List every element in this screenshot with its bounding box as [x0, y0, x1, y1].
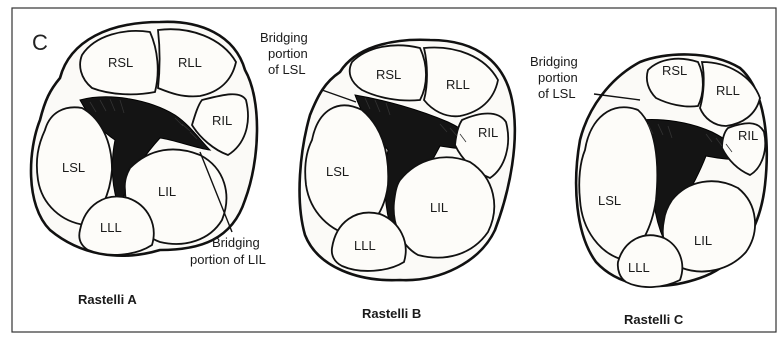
label-rsl-b: RSL: [376, 67, 401, 82]
label-lil-b: LIL: [430, 200, 448, 215]
annotation-a-line1: Bridging: [212, 235, 260, 250]
label-lsl-b: LSL: [326, 164, 349, 179]
caption-rastelli-a: Rastelli A: [78, 292, 137, 307]
label-lll-a: LLL: [100, 220, 122, 235]
panel-letter: C: [32, 30, 48, 55]
annotation-b-line1: Bridging: [260, 30, 308, 45]
label-lsl-a: LSL: [62, 160, 85, 175]
caption-rastelli-c: Rastelli C: [624, 312, 684, 327]
diagram-rastelli-b: RSL RLL RIL LSL LIL LLL Bridging portion…: [260, 30, 515, 321]
label-ril-a: RIL: [212, 113, 232, 128]
annotation-c-line3: of LSL: [538, 86, 576, 101]
annotation-b-line3: of LSL: [268, 62, 306, 77]
label-lil-c: LIL: [694, 233, 712, 248]
annotation-b-line2: portion: [268, 46, 308, 61]
label-rll-b: RLL: [446, 77, 470, 92]
label-ril-b: RIL: [478, 125, 498, 140]
diagram-rastelli-c: RSL RLL RIL LSL LIL LLL Bridging portion…: [530, 54, 767, 327]
label-rll-c: RLL: [716, 83, 740, 98]
label-lsl-c: LSL: [598, 193, 621, 208]
diagram-rastelli-a: RSL RLL RIL LSL LIL LLL Bridging portion…: [31, 22, 266, 307]
label-rsl-c: RSL: [662, 63, 687, 78]
label-lil-a: LIL: [158, 184, 176, 199]
annotation-a-line2: portion of LIL: [190, 252, 266, 267]
annotation-c-line1: Bridging: [530, 54, 578, 69]
label-lll-c: LLL: [628, 260, 650, 275]
label-rsl-a: RSL: [108, 55, 133, 70]
label-rll-a: RLL: [178, 55, 202, 70]
annotation-c-line2: portion: [538, 70, 578, 85]
label-ril-c: RIL: [738, 128, 758, 143]
caption-rastelli-b: Rastelli B: [362, 306, 421, 321]
label-lll-b: LLL: [354, 238, 376, 253]
